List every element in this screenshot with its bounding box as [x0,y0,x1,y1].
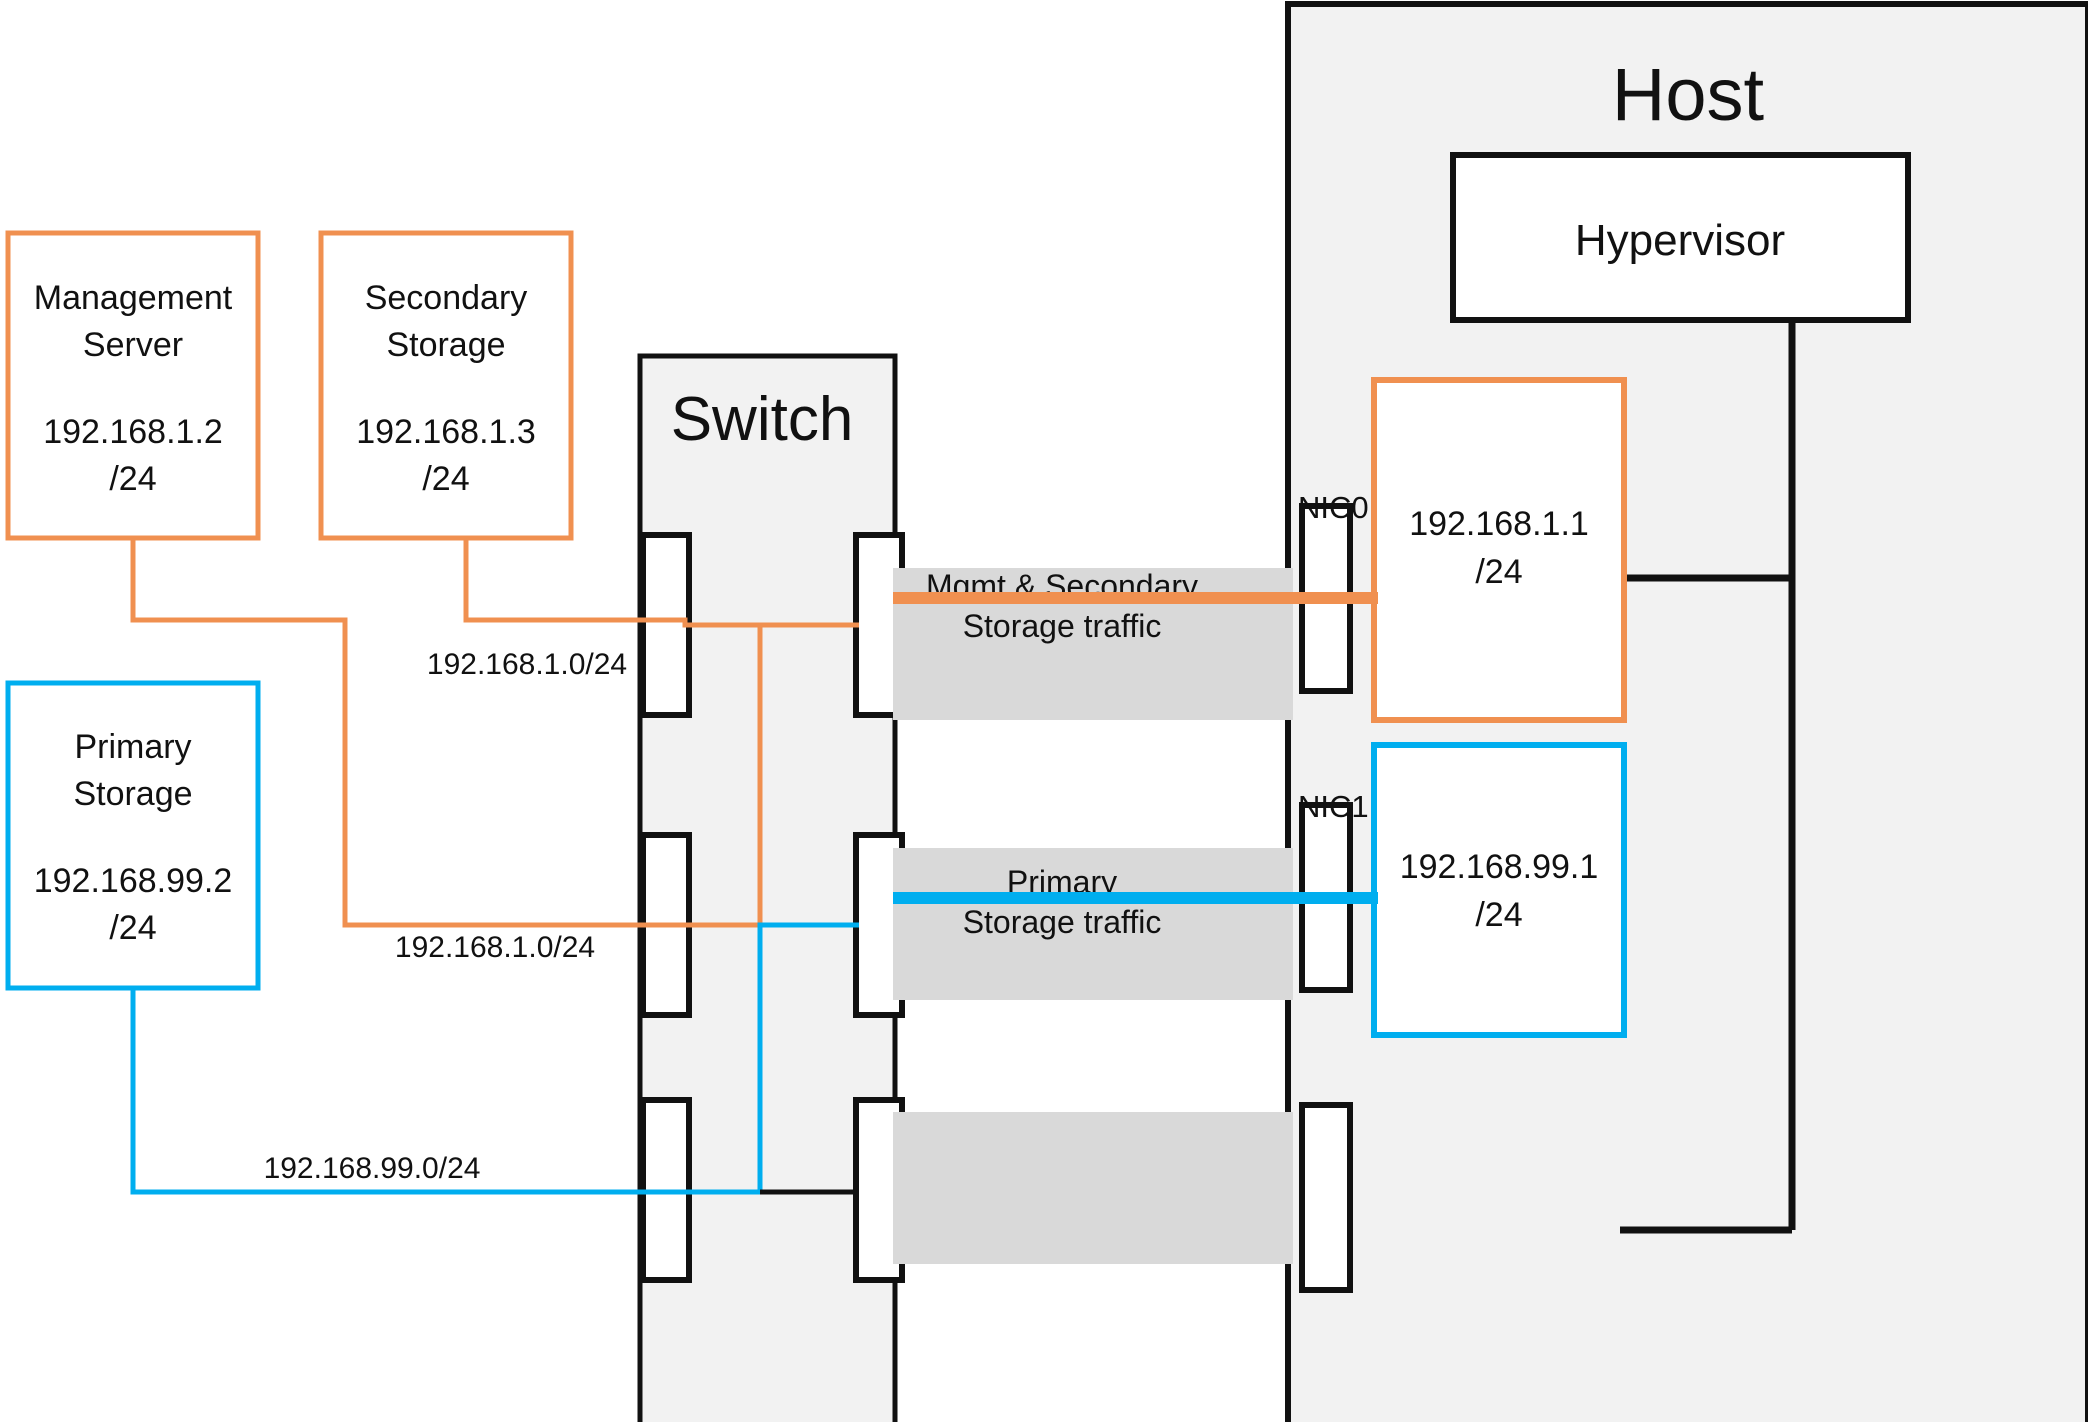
primary-storage-mask: /24 [109,909,156,947]
host-nic0-mask: /24 [1475,553,1522,591]
management-server-mask: /24 [109,460,156,498]
link-management-server-to-switch [130,538,690,928]
primary-storage-title-1: Primary [74,728,191,766]
traffic-band-3 [893,1112,1293,1264]
secondary-storage-box[interactable] [318,230,574,541]
secondary-storage-mask: /24 [422,460,469,498]
link-primary-storage-to-switch [130,988,690,1195]
primary-storage-node[interactable]: Primary Storage 192.168.99.2 /24 [5,680,261,991]
nic0-label: NIC0 [1298,490,1369,525]
host-label: Host [1612,53,1765,136]
primary-storage-ip: 192.168.99.2 [34,862,233,900]
management-server-ip: 192.168.1.2 [43,413,223,451]
host-nic0-ip: 192.168.1.1 [1409,505,1589,543]
primary-storage-box[interactable] [5,680,261,991]
host-nic1-interface-box[interactable] [1371,742,1627,1038]
nic1-label: NIC1 [1298,789,1369,824]
management-server-node[interactable]: Management Server 192.168.1.2 /24 [5,230,261,541]
management-server-title-1: Management [34,279,233,317]
hypervisor-box[interactable] [1450,152,1911,323]
host-nic1-interface[interactable]: 192.168.99.1 /24 [1371,742,1627,1038]
hypervisor-label: Hypervisor [1575,216,1785,265]
secondary-storage-node[interactable]: Secondary Storage 192.168.1.3 /24 [318,230,574,541]
link-secondary-storage-to-switch [463,538,690,628]
traffic-band-2-label-bottom: Storage traffic [963,904,1162,940]
secondary-storage-title-1: Secondary [365,279,528,317]
secondary-storage-ip: 192.168.1.3 [356,413,536,451]
subnet-label-3: 192.168.99.0/24 [264,1152,481,1185]
switch-label: Switch [671,385,854,454]
hypervisor-node[interactable]: Hypervisor [1450,152,1911,323]
host-nic2-port[interactable] [1299,1102,1353,1293]
management-server-title-2: Server [83,326,183,364]
switch-internal-orange-riser [689,622,763,928]
host-nic0-interface-box[interactable] [1371,377,1627,723]
management-server-box[interactable] [5,230,261,541]
traffic-band-1-label-bottom: Storage traffic [963,608,1162,644]
traffic-band-2 [893,848,1293,1000]
host-nic1-ip: 192.168.99.1 [1400,848,1599,886]
primary-storage-title-2: Storage [73,775,192,813]
host-internal-bus [1620,320,1796,1234]
secondary-storage-title-2: Storage [386,326,505,364]
subnet-label-1: 192.168.1.0/24 [427,648,627,681]
switch-internal-blue-riser [689,922,859,1195]
subnet-label-2: 192.168.1.0/24 [395,931,595,964]
switch-port-left-1[interactable] [640,532,692,718]
host-nic0-interface[interactable]: 192.168.1.1 /24 [1371,377,1627,723]
host-nic1-mask: /24 [1475,896,1522,934]
switch-left-ports [640,532,692,1283]
